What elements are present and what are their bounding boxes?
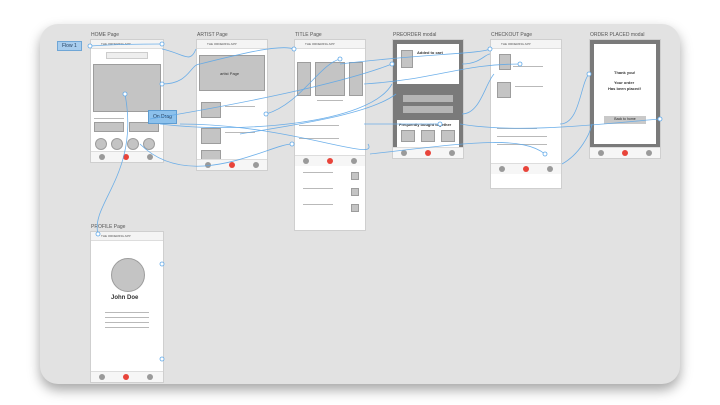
profile-name: John Doe	[111, 295, 139, 301]
artist-screen: THE ORDERING APP artist Page	[196, 39, 268, 171]
home-page-label: HOME Page	[91, 32, 120, 38]
placed-thanks: Thank you!	[614, 70, 636, 75]
placed-msg-1: Your order	[614, 80, 635, 85]
home-screen: THE ORDERING APP	[90, 39, 164, 163]
checkout-page-label: CHECKOUT Page	[491, 32, 533, 38]
preorder-added-text: Added to cart	[417, 50, 443, 55]
preorder-screen: Added to cart Frequently bought together	[392, 39, 464, 159]
prototype-canvas: Flow 1 HOME Page THE ORDERING APP On Dra…	[40, 24, 680, 384]
preorder-modal-label: PREORDER modal	[393, 32, 437, 38]
title-page-label: TITLE Page	[295, 32, 322, 38]
profile-app-name: THE ORDERING APP	[101, 234, 131, 238]
title-app-name: THE ORDERING APP	[305, 42, 335, 46]
checkout-app-name: THE ORDERING APP	[501, 42, 531, 46]
order-placed-label: ORDER PLACED modal	[590, 32, 645, 38]
order-placed-screen: Thank you! Your order Has been placed! B…	[589, 39, 661, 159]
preorder-bought-text: Frequently bought together	[399, 122, 452, 127]
placed-msg-2: Has been placed!	[608, 86, 641, 91]
profile-page-label: PROFILE Page	[91, 224, 126, 230]
artist-page-label: ARTIST Page	[197, 32, 228, 38]
back-to-home-button[interactable]: Back to home	[604, 116, 646, 124]
artist-image-label: artist Page	[220, 71, 240, 76]
title-screen: THE ORDERING APP	[294, 39, 366, 231]
home-app-name: THE ORDERING APP	[101, 42, 131, 46]
on-drag-badge[interactable]: On Drag	[148, 110, 177, 124]
profile-screen: THE ORDERING APP John Doe	[90, 231, 164, 383]
artist-app-name: THE ORDERING APP	[207, 42, 237, 46]
flow-start-badge[interactable]: Flow 1	[57, 41, 82, 51]
checkout-screen: THE ORDERING APP	[490, 39, 562, 189]
